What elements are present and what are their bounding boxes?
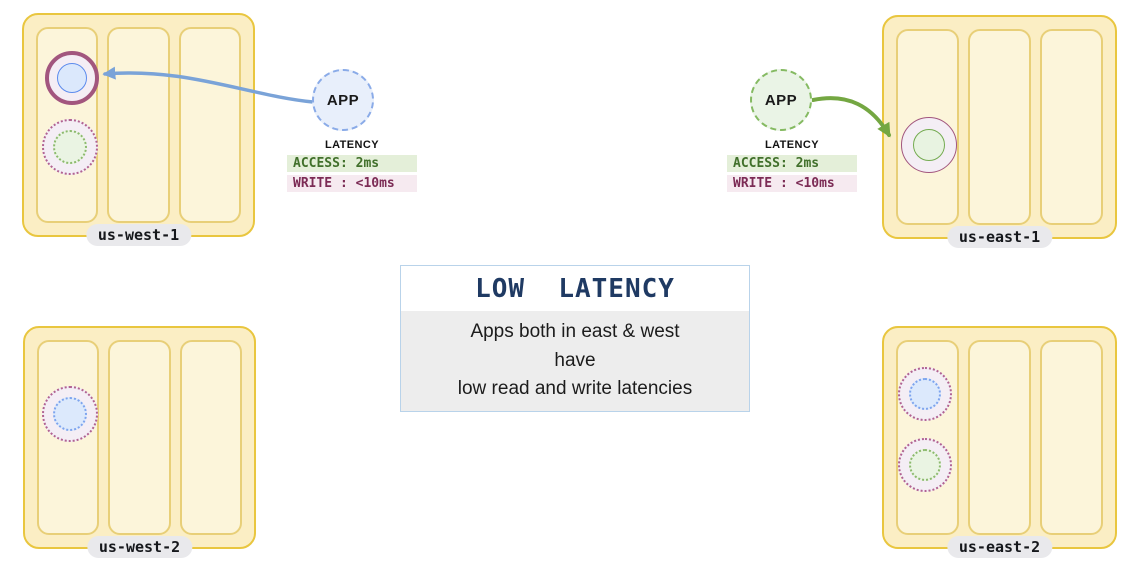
region-us-west-1: us-west-1 [22,13,255,246]
callout-body: Apps both in east & west have low read a… [401,311,749,411]
active-replica-green-icon [901,117,957,173]
region-us-east-1: us-east-1 [882,15,1117,248]
replica-core-green [53,130,87,164]
latency-block-east: LATENCY ACCESS: 2ms WRITE : <10ms [727,139,857,195]
app-node-east: APP [750,69,812,131]
region-label-us-west-1: us-west-1 [85,224,192,246]
az-column [1040,340,1103,535]
replica-core-blue [53,397,87,431]
latency-write-row: WRITE : <10ms [727,175,857,192]
standby-replica-green-icon [898,438,952,492]
region-label-us-east-2: us-east-2 [946,536,1053,558]
callout-title: LOW LATENCY [475,273,675,304]
app-node-west: APP [312,69,374,131]
az-column [107,27,170,223]
region-label-us-east-1: us-east-1 [946,226,1053,248]
low-latency-callout-card: LOW LATENCY Apps both in east & west hav… [400,265,750,412]
standby-replica-blue-icon [42,386,98,442]
region-label-us-west-2: us-west-2 [86,536,193,558]
standby-replica-green-icon [42,119,98,175]
az-column [178,27,241,223]
latency-title: LATENCY [765,139,819,151]
region-us-east-2: us-east-2 [882,326,1117,558]
active-replica-blue-icon [45,51,99,105]
callout-body-line: have [554,349,596,371]
standby-replica-blue-icon [898,367,952,421]
latency-access-row: ACCESS: 2ms [287,155,417,172]
app-node-label: APP [764,91,798,109]
region-us-west-2: us-west-2 [23,326,256,558]
replica-core-green [913,129,945,161]
latency-access-row: ACCESS: 2ms [727,155,857,172]
app-node-label: APP [326,91,360,109]
latency-write-row: WRITE : <10ms [287,175,417,192]
az-column [108,340,171,535]
latency-title: LATENCY [325,139,379,151]
callout-body-line: low read and write latencies [457,378,693,400]
replica-core-blue [57,63,87,93]
az-column [968,29,1031,225]
replica-core-blue [909,378,941,410]
latency-block-west: LATENCY ACCESS: 2ms WRITE : <10ms [287,139,417,195]
az-column [1040,29,1103,225]
app-to-us-east-1-arrow [811,96,891,138]
callout-body-line: Apps both in east & west [470,321,680,343]
az-column [179,340,242,535]
replica-core-green [909,449,941,481]
az-columns [884,328,1115,547]
az-column [968,340,1031,535]
az-columns [25,328,254,547]
